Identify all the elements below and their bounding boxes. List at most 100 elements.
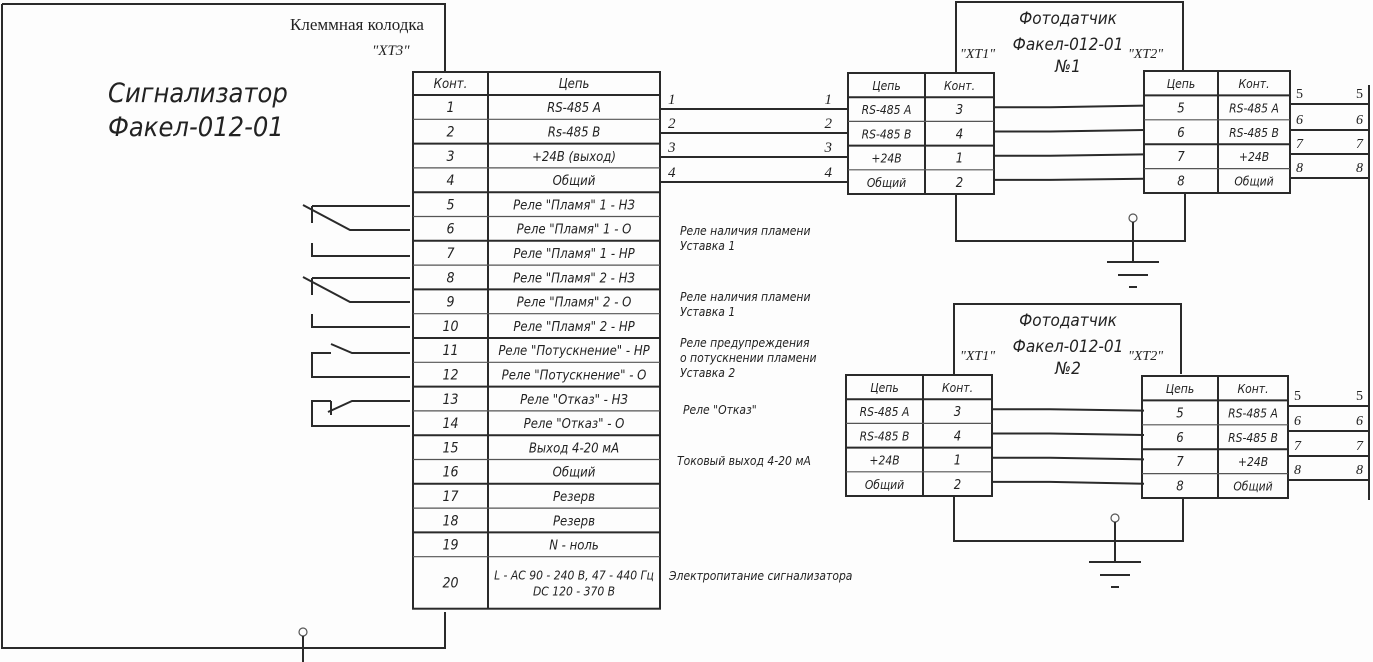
xt3-circuit-name: Резерв bbox=[553, 490, 595, 505]
annotation-text: Уставка 1 bbox=[680, 305, 735, 319]
xt3-contact-number: 1 bbox=[446, 100, 454, 116]
xt1-circuit: RS-485 B bbox=[862, 127, 912, 141]
xt3-header-circuit: Цепь bbox=[559, 77, 590, 92]
ground-terminal-icon bbox=[298, 627, 308, 662]
annotation-text: Реле предупреждения bbox=[680, 336, 810, 350]
output-wire-label-right: 8 bbox=[1356, 463, 1363, 478]
wire-label-right: 4 bbox=[825, 165, 833, 181]
ground-symbol-icon bbox=[955, 193, 1186, 288]
xt3-circuit-name-line2: DC 120 - 370 В bbox=[533, 585, 615, 599]
xt3-contact-number: 11 bbox=[442, 343, 458, 359]
xt3-header-contact: Конт. bbox=[434, 77, 468, 92]
xt3-row: 13 Реле "Отказ" - НЗ bbox=[413, 385, 660, 408]
xt3-circuit-name: Реле "Пламя" 2 - НЗ bbox=[513, 271, 635, 286]
xt3-contact-number: 13 bbox=[442, 392, 458, 408]
xt3-contact-number: 14 bbox=[442, 416, 458, 432]
xt1-contact: 3 bbox=[954, 405, 961, 420]
device-title-line2: Факел-012-01 bbox=[108, 112, 284, 143]
xt3-contact-number: 12 bbox=[442, 367, 458, 383]
sensor-title-line1: Фотодатчик bbox=[1019, 9, 1118, 29]
output-wire-label-left: 8 bbox=[1296, 161, 1303, 176]
xt1-contact: 2 bbox=[956, 176, 963, 191]
internal-wire bbox=[994, 177, 1145, 181]
xt2-contact-number: 6 bbox=[1176, 431, 1183, 446]
xt3-frame bbox=[412, 71, 661, 610]
terminal-block-id: "XT3" bbox=[372, 43, 410, 59]
xt1-header-circuit: Цепь bbox=[872, 79, 900, 93]
sensor-enclosure bbox=[953, 303, 1182, 374]
xt1-circuit: RS-485 A bbox=[860, 405, 910, 419]
xt2-circuit: +24В bbox=[1238, 455, 1268, 469]
wire-label-left: 2 bbox=[668, 116, 676, 132]
device-outline bbox=[1, 3, 446, 649]
internal-wire bbox=[992, 432, 1145, 436]
output-wire-label-left: 6 bbox=[1294, 414, 1301, 429]
output-wire-label-right: 5 bbox=[1356, 389, 1363, 404]
xt2-circuit: +24В bbox=[1239, 150, 1269, 164]
wire-label-left: 3 bbox=[667, 140, 676, 156]
xt3-contact-number: 3 bbox=[446, 149, 454, 165]
xt2-contact-number: 5 bbox=[1177, 101, 1184, 116]
internal-wire bbox=[994, 153, 1145, 157]
xt2-header-circuit: Цепь bbox=[1166, 382, 1194, 396]
annotation-text: Реле наличия пламени bbox=[680, 290, 810, 304]
xt3-circuit-name: N - ноль bbox=[549, 539, 599, 554]
xt2-header-contact: Конт. bbox=[1238, 77, 1269, 91]
xt2-circuit: RS-485 A bbox=[1229, 101, 1279, 115]
device-enclosure: Клеммная колодка "XT3" Сигнализатор Факе… bbox=[1, 3, 446, 662]
xt3-contact-number: 5 bbox=[446, 197, 454, 213]
internal-wire bbox=[992, 480, 1145, 485]
wire-label-left: 1 bbox=[668, 92, 676, 108]
xt1-circuit: Общий bbox=[867, 176, 906, 190]
xt3-circuit-name: Выход 4-20 мА bbox=[529, 441, 619, 456]
output-wire-label-right: 7 bbox=[1356, 439, 1364, 454]
xt1-circuit: RS-485 B bbox=[860, 429, 910, 443]
xt1-circuit: +24В bbox=[871, 152, 901, 166]
xt1-header-contact: Конт. bbox=[944, 79, 975, 93]
xt3-contact-number: 10 bbox=[442, 319, 458, 335]
xt3-circuit-name: Реле "Потускнение" - О bbox=[502, 368, 647, 383]
annotation-text: Реле наличия пламени bbox=[680, 224, 810, 238]
xt3-contact-number: 20 bbox=[442, 576, 458, 592]
annotation-text: Электропитание сигнализатора bbox=[668, 569, 852, 583]
xt3-circuit-name: L - AC 90 - 240 В, 47 - 440 Гц bbox=[494, 569, 654, 583]
xt1-header-circuit: Цепь bbox=[870, 381, 898, 395]
device-title-line1: Сигнализатор bbox=[108, 78, 288, 109]
xt3-circuit-name: +24В (выход) bbox=[532, 150, 616, 165]
xt3-circuit-name: Реле "Пламя" 1 - НЗ bbox=[513, 198, 635, 213]
sensor-title-line2: Факел-012-01 bbox=[1013, 35, 1124, 55]
xt3-row: 12 Реле "Потускнение" - О bbox=[413, 361, 660, 383]
xt3-contact-number: 16 bbox=[442, 465, 458, 481]
xt3-contact-number: 9 bbox=[446, 295, 454, 311]
output-wire-label-left: 8 bbox=[1294, 463, 1301, 478]
xt3-circuit-name: Реле "Отказ" - НЗ bbox=[520, 393, 628, 408]
xt3-contact-number: 15 bbox=[442, 440, 458, 456]
xt3-circuit-name: Реле "Потускнение" - НР bbox=[498, 344, 650, 359]
xt1-frame bbox=[845, 374, 993, 497]
xt3-circuit-name: Реле "Пламя" 1 - О bbox=[517, 223, 632, 238]
xt2-circuit: Общий bbox=[1234, 175, 1273, 189]
xt1-contact: 1 bbox=[956, 152, 963, 167]
wire-label-right: 1 bbox=[825, 92, 833, 108]
output-wire-label-right: 7 bbox=[1356, 137, 1364, 152]
wire-label-right: 3 bbox=[824, 140, 833, 156]
relay-fault-icon bbox=[311, 400, 410, 427]
xt1-contact: 1 bbox=[954, 454, 961, 469]
sensor-title-line1: Фотодатчик bbox=[1019, 311, 1118, 331]
annotation-text: Токовый выход 4-20 мА bbox=[677, 454, 811, 468]
xt3-circuit-name: RS-485 A bbox=[547, 101, 601, 116]
relay-contacts bbox=[302, 204, 410, 427]
xt2-contact-number: 6 bbox=[1177, 126, 1184, 141]
